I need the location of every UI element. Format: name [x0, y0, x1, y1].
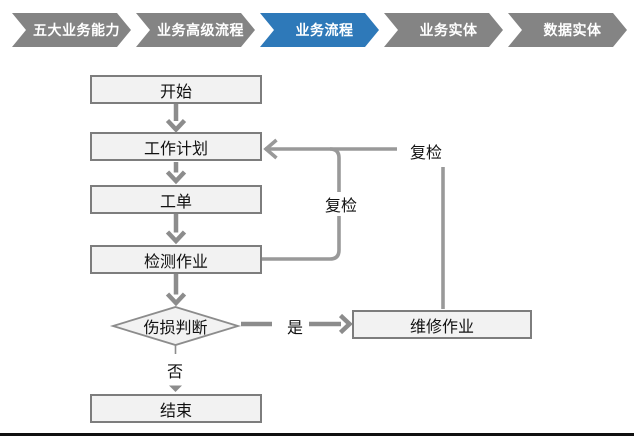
- chevron-step-label: 业务流程: [295, 22, 354, 38]
- flow-node-label: 工单: [159, 193, 192, 211]
- edge-label-recheck-inner: 复检: [319, 192, 363, 216]
- flow-node-label: 结束: [159, 402, 192, 420]
- chevron-step-five-capabilities[interactable]: 五大业务能力: [12, 13, 131, 47]
- flow-node-label: 工作计划: [143, 140, 208, 158]
- edge-label-yes: 是: [286, 320, 303, 337]
- arrow-workplan-to-workorder: [165, 162, 187, 185]
- flow-node-end: 结束: [90, 394, 262, 423]
- flow-node-inspection: 检测作业: [90, 245, 262, 274]
- arrow-workorder-to-inspection: [165, 214, 187, 245]
- edge-label-no: 否: [166, 364, 183, 381]
- flow-node-work-plan: 工作计划: [90, 132, 262, 161]
- edge-label-recheck-outer: 复检: [409, 145, 442, 162]
- flow-node-label: 伤损判断: [143, 320, 208, 337]
- chevron-step-label: 数据实体: [543, 22, 602, 38]
- flow-node-label: 开始: [159, 83, 192, 101]
- flow-node-damage-decision: 伤损判断: [113, 307, 238, 345]
- flow-node-label: 维修作业: [409, 318, 474, 336]
- chevron-step-business-entity[interactable]: 业务实体: [384, 13, 503, 47]
- arrow-start-to-workplan: [165, 104, 187, 133]
- chevron-process-bar: 五大业务能力 业务高级流程 业务流程 业务实体 数据实体: [12, 13, 627, 47]
- bottom-divider-line: [0, 433, 634, 436]
- flow-node-start: 开始: [90, 75, 262, 104]
- chevron-step-data-entity[interactable]: 数据实体: [508, 13, 627, 47]
- arrow-inspection-to-decision: [165, 274, 187, 307]
- chevron-step-business-process-active[interactable]: 业务流程: [260, 13, 379, 47]
- chevron-step-highlevel-process[interactable]: 业务高级流程: [136, 13, 255, 47]
- flow-node-label: 检测作业: [143, 253, 208, 271]
- chevron-step-label: 五大业务能力: [33, 22, 120, 38]
- flow-node-repair: 维修作业: [352, 310, 532, 339]
- chevron-step-label: 业务实体: [419, 22, 478, 38]
- chevron-step-label: 业务高级流程: [157, 22, 244, 38]
- flow-node-work-order: 工单: [90, 185, 262, 214]
